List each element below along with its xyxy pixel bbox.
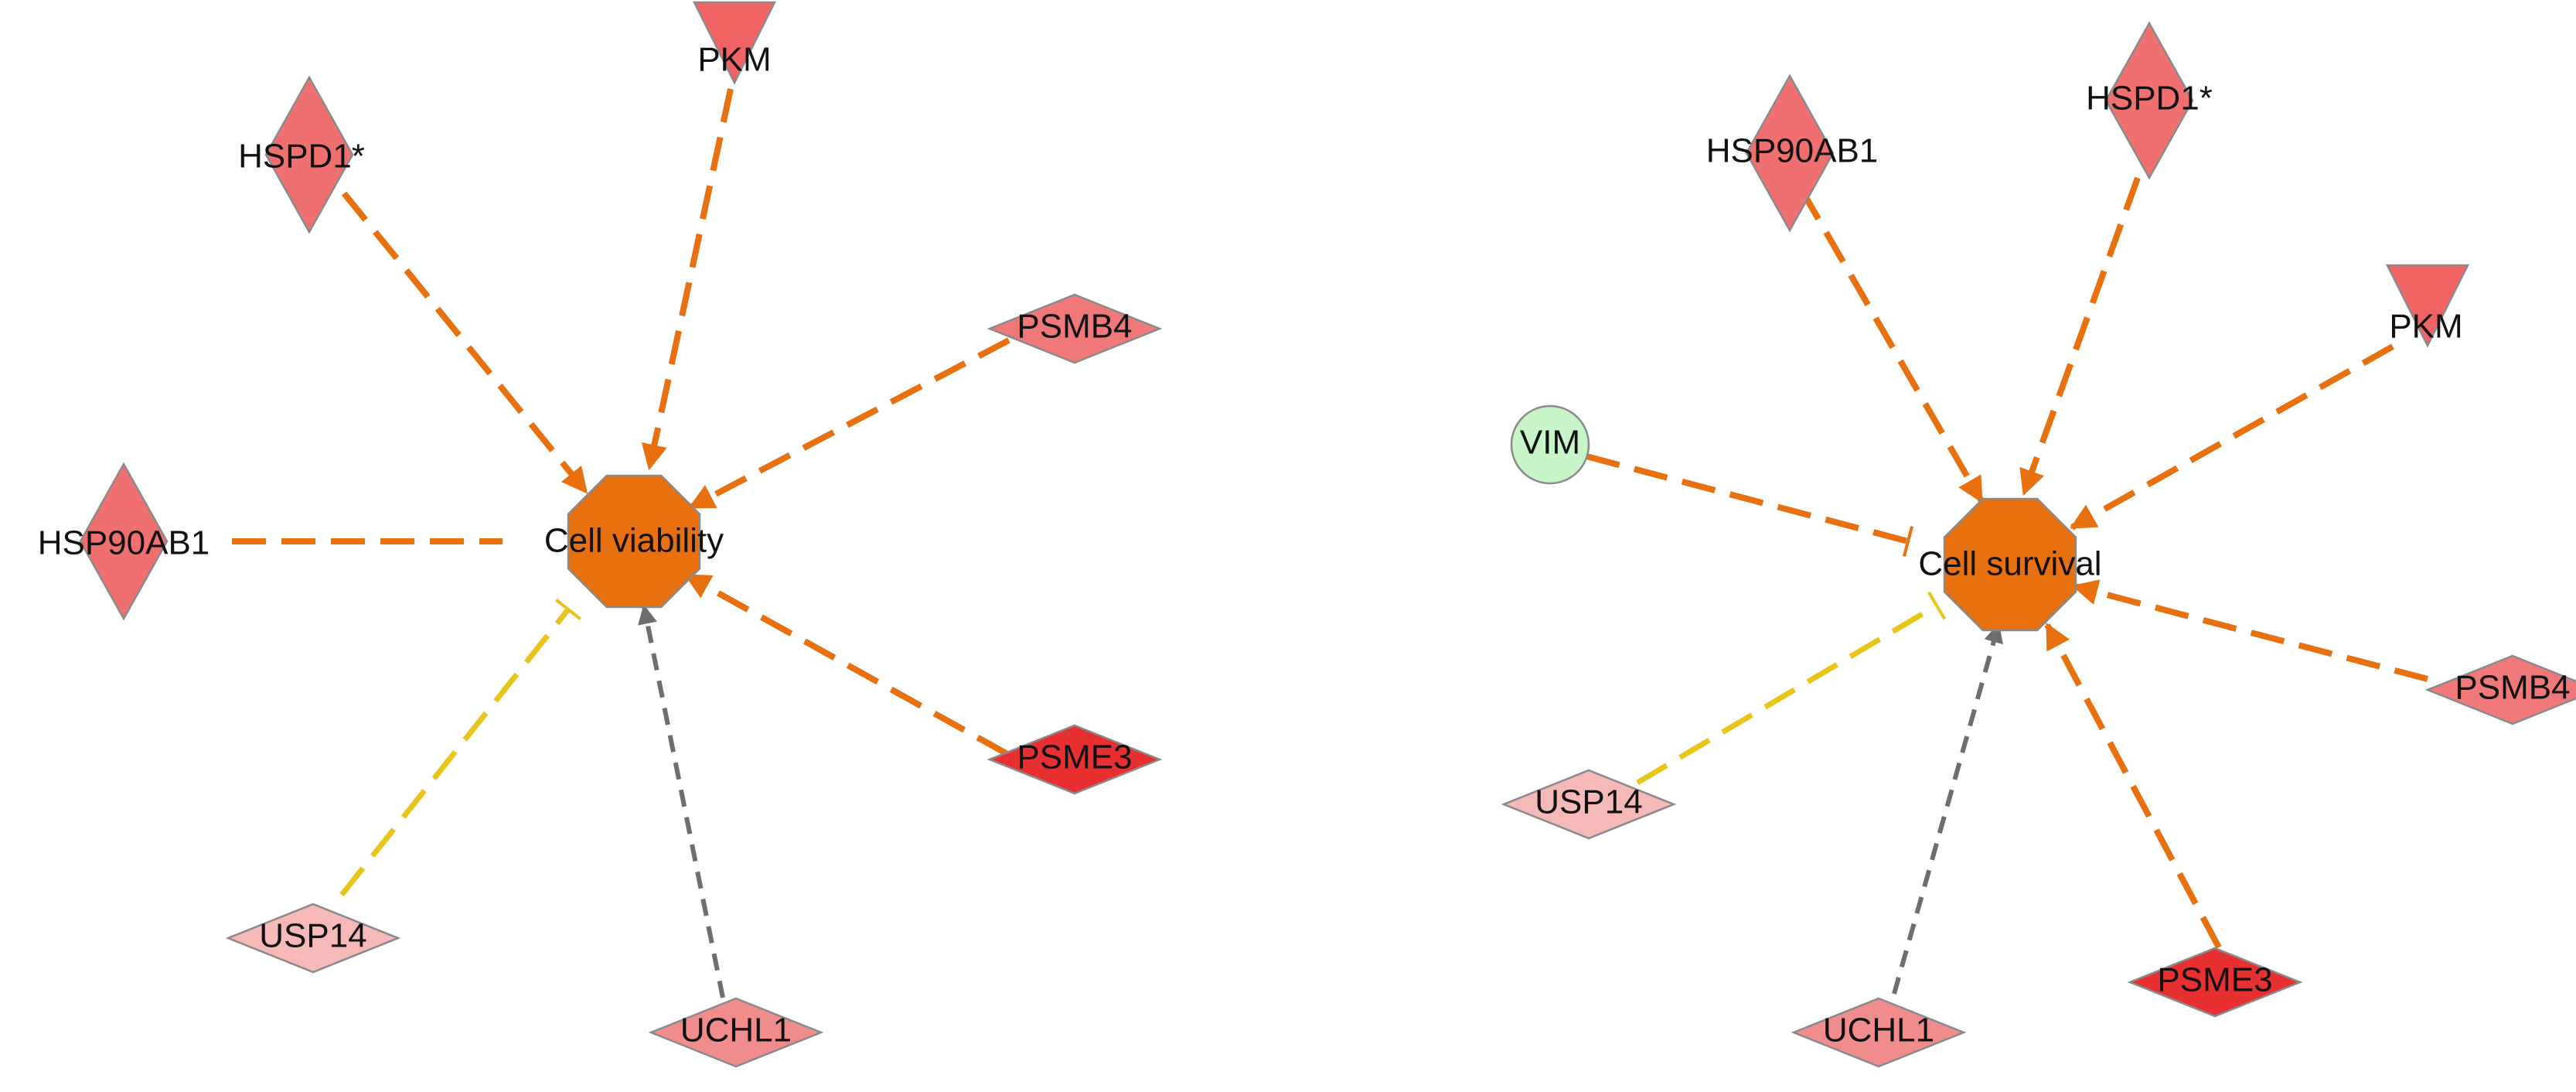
node-shape-vim [1510, 404, 1590, 485]
node-shape-usp14 [1501, 769, 1677, 840]
node-label-psmb4: PSMB4 [1017, 308, 1132, 346]
node-shape-hspd1 [264, 75, 354, 234]
node-psme3[interactable]: PSME3 [2127, 947, 2303, 1018]
node-label-hspd1: HSPD1* [238, 138, 365, 176]
node-label-pkm: PKM [697, 41, 771, 79]
nodes-left: Cell viability HSPD1* PKM PSMB4HSP90AB1PSME… [38, 1, 1163, 1068]
edges-right [1585, 176, 2429, 995]
node-psmb4[interactable]: PSMB4 [2424, 654, 2576, 725]
outcome-node-right[interactable]: Cell survival [1918, 497, 2102, 632]
network-right: Cell survival HSP90AB1 HSPD1* PKM VIM PSMB4US… [1501, 21, 2576, 1068]
node-shape-hsp90ab1 [79, 462, 169, 621]
network-left: Cell viability HSPD1* PKM PSMB4HSP90AB1PSME… [38, 1, 1163, 1068]
node-shape-psmb4 [2424, 654, 2576, 725]
node-hsp90ab1[interactable]: HSP90AB1 [1706, 73, 1879, 233]
node-pkm[interactable]: PKM [2385, 264, 2470, 348]
node-shape-hsp90ab1 [1745, 73, 1835, 233]
node-uchl1[interactable]: UCHL1 [648, 997, 824, 1068]
node-shape-pkm [692, 1, 777, 85]
edge-uchl1-to-outcome [1892, 623, 2003, 995]
edge-psmb4-to-outcome [688, 337, 1010, 510]
edges-left [232, 88, 1010, 998]
edge-pkm-to-outcome [2070, 343, 2394, 531]
node-label-usp14: USP14 [1535, 783, 1642, 821]
edge-hsp90ab1-to-outcome [1798, 187, 1985, 503]
outcome-octagon-right [1943, 497, 2077, 632]
node-hspd1[interactable]: HSPD1* [2086, 21, 2213, 180]
node-label-uchl1: UCHL1 [1823, 1012, 1934, 1049]
edge-uchl1-to-outcome [638, 604, 725, 998]
outcome-label-left: Cell viability [544, 522, 724, 560]
node-shape-usp14 [225, 903, 401, 974]
outcome-label-right: Cell survival [1918, 545, 2101, 583]
node-pkm[interactable]: PKM [692, 1, 777, 85]
nodes-right: Cell survival HSP90AB1 HSPD1* PKM VIM PSMB4US… [1501, 21, 2576, 1068]
node-label-psme3: PSME3 [2157, 961, 2272, 999]
node-label-hspd1: HSPD1* [2086, 80, 2213, 118]
node-uchl1[interactable]: UCHL1 [1791, 997, 1967, 1068]
edge-hspd1-to-outcome [2019, 176, 2141, 497]
edge-usp14-to-outcome [339, 607, 571, 897]
node-shape-psme3 [986, 724, 1163, 795]
node-label-psmb4: PSMB4 [2455, 669, 2570, 707]
node-shape-uchl1 [1791, 997, 1967, 1068]
edge-psme3-to-outcome [2044, 623, 2222, 949]
node-hspd1[interactable]: HSPD1* [238, 75, 365, 234]
node-label-pkm: PKM [2389, 308, 2462, 346]
edge-usp14-to-outcome [1636, 602, 1938, 786]
node-usp14[interactable]: USP14 [225, 903, 401, 974]
node-label-hsp90ab1: HSP90AB1 [1706, 132, 1879, 170]
node-label-psme3: PSME3 [1017, 739, 1132, 776]
inhibition-bar-vim [1902, 526, 1914, 557]
edge-pkm-to-outcome [641, 88, 734, 471]
node-shape-psme3 [2127, 947, 2303, 1018]
node-label-uchl1: UCHL1 [680, 1012, 792, 1049]
node-label-usp14: USP14 [259, 917, 366, 955]
inhibition-bar-usp14 [555, 598, 581, 621]
node-shape-uchl1 [648, 997, 824, 1068]
inhibition-bar-usp14 [1927, 591, 1946, 620]
node-usp14[interactable]: USP14 [1501, 769, 1677, 840]
node-shape-pkm [2385, 264, 2470, 348]
edge-vim-to-outcome [1585, 453, 1910, 544]
edge-psmb4-to-outcome [2071, 579, 2429, 682]
edge-psme3-to-outcome [684, 572, 1009, 757]
node-shape-hspd1 [2104, 21, 2194, 180]
node-label-hsp90ab1: HSP90AB1 [38, 524, 210, 562]
node-vim[interactable]: VIM [1510, 404, 1590, 485]
node-label-vim: VIM [1520, 424, 1580, 462]
node-psmb4[interactable]: PSMB4 [986, 293, 1163, 364]
outcome-octagon-left [567, 474, 701, 609]
node-hsp90ab1[interactable]: HSP90AB1 [38, 462, 210, 621]
node-psme3[interactable]: PSME3 [986, 724, 1163, 795]
node-shape-psmb4 [986, 293, 1163, 364]
edge-hspd1-to-outcome [341, 191, 589, 494]
outcome-node-left[interactable]: Cell viability [544, 474, 724, 609]
